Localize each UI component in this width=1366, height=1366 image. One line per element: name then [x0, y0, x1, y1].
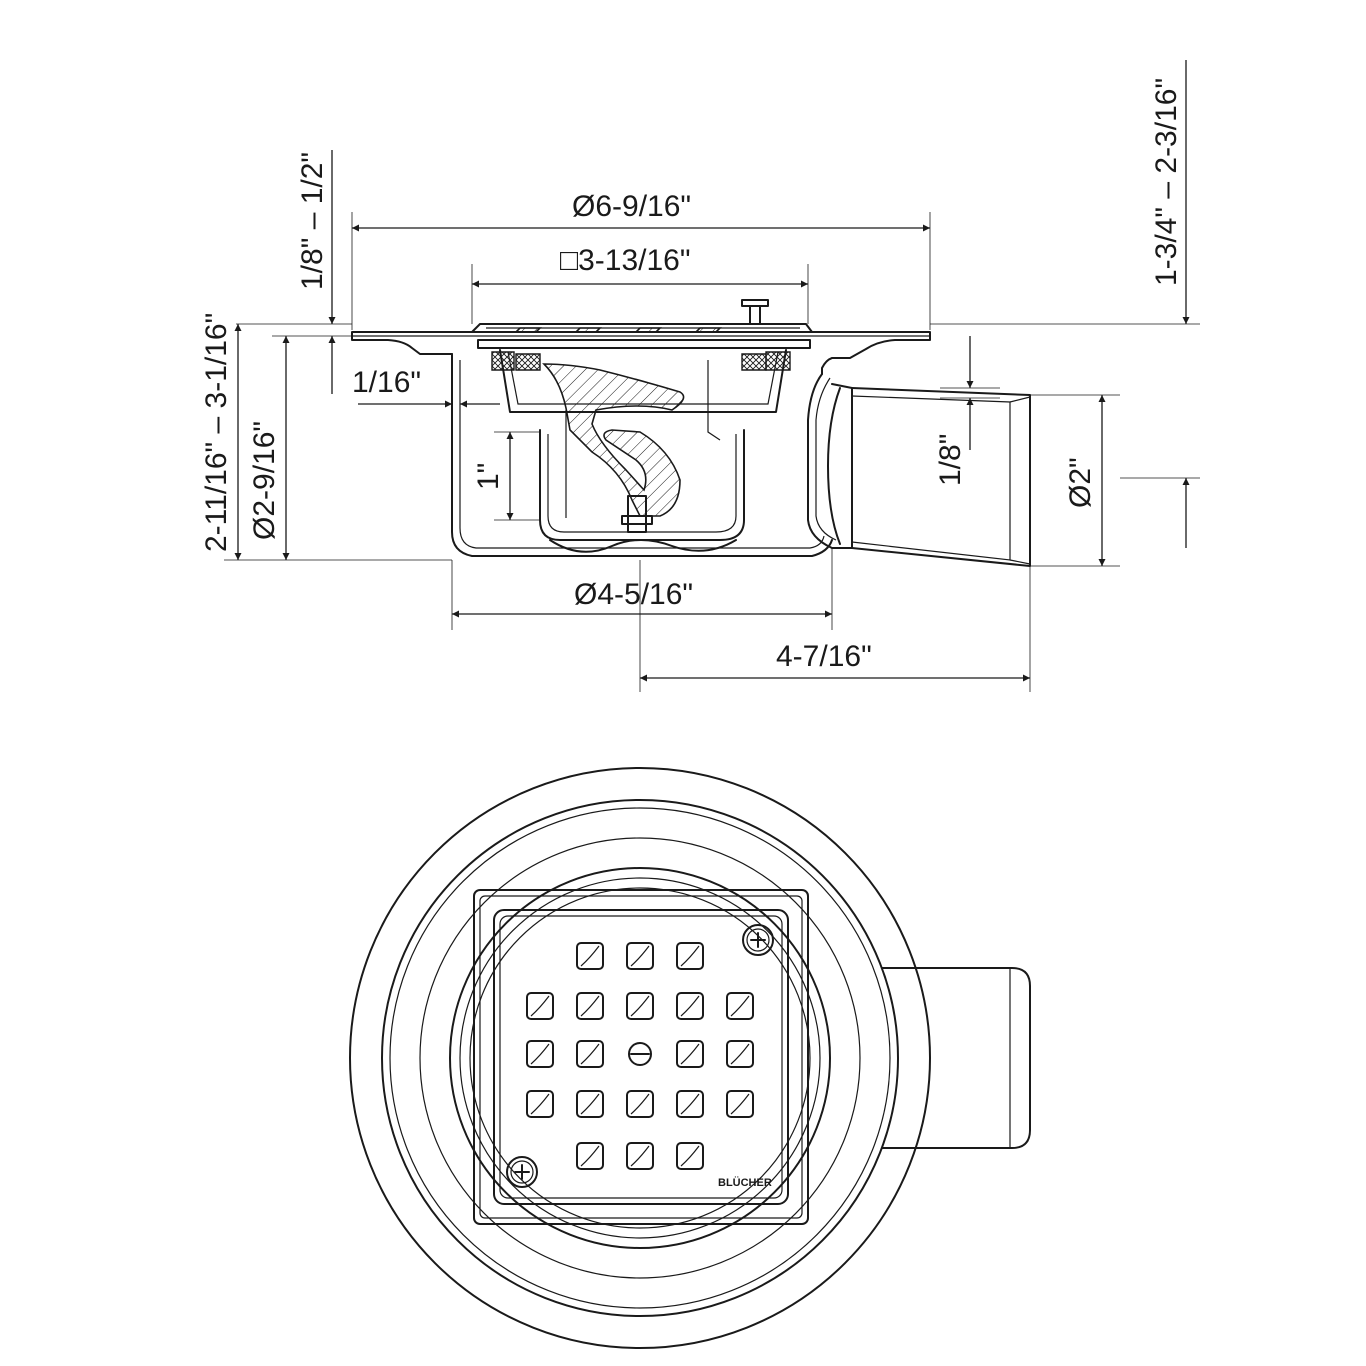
- grate-slot: [626, 1142, 654, 1170]
- grate-slot-shading: [680, 995, 700, 1017]
- grate-slot: [526, 1040, 554, 1068]
- grate-slot: [726, 992, 754, 1020]
- outlet-diameter-label: Ø2": [1064, 457, 1097, 508]
- grate-slot: [576, 1040, 604, 1068]
- outlet-height-label: 1-3/4" – 2-3/16": [1150, 78, 1183, 286]
- grate-slot-shading: [730, 1093, 750, 1115]
- grate-slot: [726, 1040, 754, 1068]
- grate-slot-shading: [680, 945, 700, 967]
- grate-section: [471, 299, 813, 333]
- grate-slot: [576, 1090, 604, 1118]
- grate-slot: [576, 992, 604, 1020]
- wall-gap-label: 1/16": [352, 366, 421, 399]
- grate-slot-shading: [630, 995, 650, 1017]
- flange-outer: [349, 767, 931, 1349]
- outlet-length-label: 4-7/16": [776, 640, 872, 673]
- grate-slot: [726, 1090, 754, 1118]
- grate-slot: [526, 992, 554, 1020]
- grate-slot: [576, 1142, 604, 1170]
- grate-slot-shading: [680, 1145, 700, 1167]
- grate-slot: [676, 1090, 704, 1118]
- grate-slot-shading: [530, 1043, 550, 1065]
- grate-slot-shading: [630, 1145, 650, 1167]
- grate-slot-shading: [680, 1093, 700, 1115]
- grate-slot-shading: [730, 995, 750, 1017]
- body-right-wall: [807, 373, 833, 549]
- grate-slot-shading: [580, 1145, 600, 1167]
- grate-slot: [676, 1142, 704, 1170]
- body-diameter-label: Ø4-5/16": [574, 578, 693, 611]
- grate-slot-shading: [630, 945, 650, 967]
- grate-slot: [676, 992, 704, 1020]
- grate-slot: [676, 1040, 704, 1068]
- outlet-stub: [881, 967, 1031, 1149]
- grate-slot: [626, 992, 654, 1020]
- grate-slots: [526, 942, 754, 1170]
- center-fastener: [628, 1042, 652, 1066]
- odour-trap-bell: [542, 363, 685, 517]
- brand-logo: BLÜCHER: [718, 1176, 772, 1189]
- body-height-label: Ø2-9/16": [248, 421, 281, 540]
- grate-frame: [473, 889, 809, 1225]
- grate-slot-shading: [580, 1093, 600, 1115]
- grate-slot-shading: [580, 995, 600, 1017]
- grate-slot-shading: [730, 1043, 750, 1065]
- grate-slot-shading: [530, 995, 550, 1017]
- plan-view: BLÜCHER: [349, 767, 1031, 1349]
- grate-slot-shading: [580, 945, 600, 967]
- outlet-pipe: [827, 383, 1031, 567]
- trap-cup: [539, 429, 745, 553]
- grate-slot-shading: [680, 1043, 700, 1065]
- screw-top-right: [742, 924, 774, 956]
- grate-slot-shading: [530, 1093, 550, 1115]
- grate-slot: [626, 1090, 654, 1118]
- top-diameter-label: Ø6-9/16": [572, 190, 691, 223]
- screw-bottom-left: [506, 1156, 538, 1188]
- grate-square-label: □3-13/16": [560, 244, 691, 277]
- grate-slot: [576, 942, 604, 970]
- outlet-slope-label: 1/8": [934, 434, 967, 486]
- grate-slot: [526, 1090, 554, 1118]
- grate-slot-shading: [630, 1093, 650, 1115]
- total-height-label: 2-11/16" – 3-1/16": [200, 313, 233, 552]
- section-view: Ø6-9/16" □3-13/16" 1/8" – 1/2" 1-3/4" – …: [200, 60, 1200, 692]
- grate-slot: [676, 942, 704, 970]
- grate-slot-shading: [580, 1043, 600, 1065]
- frame-height-label: 1/8" – 1/2": [296, 152, 329, 290]
- grate-slot: [626, 942, 654, 970]
- water-seal-label: 1": [472, 463, 505, 490]
- top-flange: [351, 331, 931, 375]
